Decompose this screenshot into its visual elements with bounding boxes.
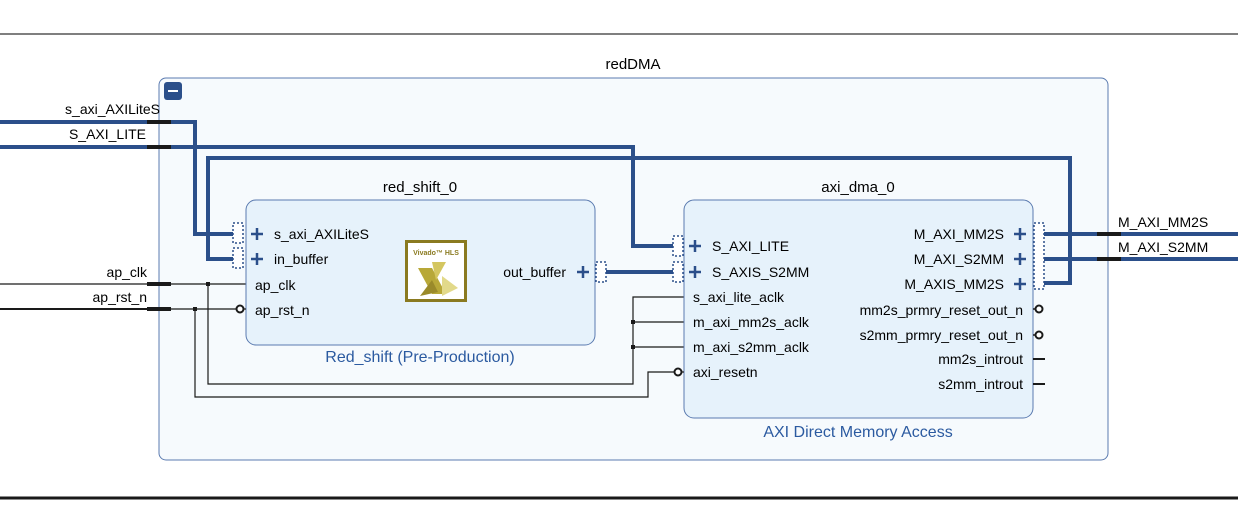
net-rst-to-dma[interactable] xyxy=(194,309,674,398)
external-port-stubs xyxy=(147,120,1121,311)
axi-dma-port-m-axis-mm2s[interactable]: M_AXIS_MM2S xyxy=(904,276,1004,292)
axi-dma-port-mm2s-introut[interactable]: mm2s_introut xyxy=(938,351,1023,367)
vivado-hls-logo: Vivado™ HLS xyxy=(405,240,467,302)
active-low-output-icon xyxy=(1034,330,1044,340)
red-shift-ports: s_axi_AXILiteS in_buffer ap_clk ap_rst_n… xyxy=(232,222,607,318)
bus-port-icon xyxy=(672,222,1045,290)
red-shift-port-ap-rst-n[interactable]: ap_rst_n xyxy=(255,302,309,318)
axi-dma-port-s2mm-introut[interactable]: s2mm_introut xyxy=(938,376,1023,392)
port-label-s-axi-lite: S_AXI_LITE xyxy=(69,126,146,142)
plus-icon[interactable] xyxy=(251,228,589,278)
axi-dma-instance-name: axi_dma_0 xyxy=(821,179,894,196)
port-label-m-axi-s2mm: M_AXI_S2MM xyxy=(1118,239,1208,255)
axi-dma-ports: S_AXI_LITE S_AXIS_S2MM s_axi_lite_aclk m… xyxy=(672,222,1045,392)
red-shift-instance-name: red_shift_0 xyxy=(383,179,457,196)
red-shift-port-in-buffer[interactable]: in_buffer xyxy=(274,251,329,267)
port-label-m-axi-mm2s: M_AXI_MM2S xyxy=(1118,214,1208,230)
port-label-s-axi-axilites: s_axi_AXILiteS xyxy=(65,101,160,117)
net-clk-to-dma[interactable] xyxy=(207,284,684,385)
axi-dma-subtitle: AXI Direct Memory Access xyxy=(763,424,952,441)
axi-dma-port-m-axi-mm2s[interactable]: M_AXI_MM2S xyxy=(914,226,1004,242)
signal-nets xyxy=(0,283,684,398)
net-s-axi-lite[interactable] xyxy=(0,145,677,248)
plus-icon[interactable] xyxy=(689,228,1026,290)
bus-nets xyxy=(0,120,1238,285)
axi-dma-port-s-axis-s2mm[interactable]: S_AXIS_S2MM xyxy=(712,264,809,280)
red-shift-port-ap-clk[interactable]: ap_clk xyxy=(255,277,296,293)
red-shift-subtitle: Red_shift (Pre-Production) xyxy=(325,349,514,366)
axi-dma-port-m-axi-mm2s-aclk[interactable]: m_axi_mm2s_aclk xyxy=(693,314,810,330)
net-s-axi-axilites[interactable] xyxy=(0,120,237,236)
red-shift-port-s-axi-axilites[interactable]: s_axi_AXILiteS xyxy=(274,226,369,242)
axi-dma-port-m-axi-s2mm-aclk[interactable]: m_axi_s2mm_aclk xyxy=(693,339,810,355)
axi-dma-port-s-axi-lite[interactable]: S_AXI_LITE xyxy=(712,238,789,254)
axi-dma-port-mm2s-prmry-reset-out-n[interactable]: mm2s_prmry_reset_out_n xyxy=(860,302,1023,318)
port-label-ap-clk: ap_clk xyxy=(107,264,148,280)
net-junctions xyxy=(193,282,635,349)
minus-icon[interactable] xyxy=(164,82,182,100)
hierarchy-title: redDMA xyxy=(605,56,660,73)
axi-dma-port-s2mm-prmry-reset-out-n[interactable]: s2mm_prmry_reset_out_n xyxy=(860,327,1023,343)
axi-dma-port-m-axi-s2mm[interactable]: M_AXI_S2MM xyxy=(914,251,1004,267)
axi-dma-port-axi-resetn[interactable]: axi_resetn xyxy=(693,364,758,380)
active-low-reset-icon xyxy=(673,367,683,377)
active-low-output-icon xyxy=(1034,304,1044,314)
port-label-ap-rst-n: ap_rst_n xyxy=(93,289,147,305)
axi-dma-port-s-axi-lite-aclk[interactable]: s_axi_lite_aclk xyxy=(693,289,785,305)
svg-text:Vivado™ HLS: Vivado™ HLS xyxy=(413,250,459,257)
active-low-reset-icon xyxy=(235,304,245,314)
bus-port-icon xyxy=(232,222,607,283)
net-m-axis-mm2s[interactable] xyxy=(206,156,1072,285)
red-shift-port-out-buffer[interactable]: out_buffer xyxy=(503,264,566,280)
